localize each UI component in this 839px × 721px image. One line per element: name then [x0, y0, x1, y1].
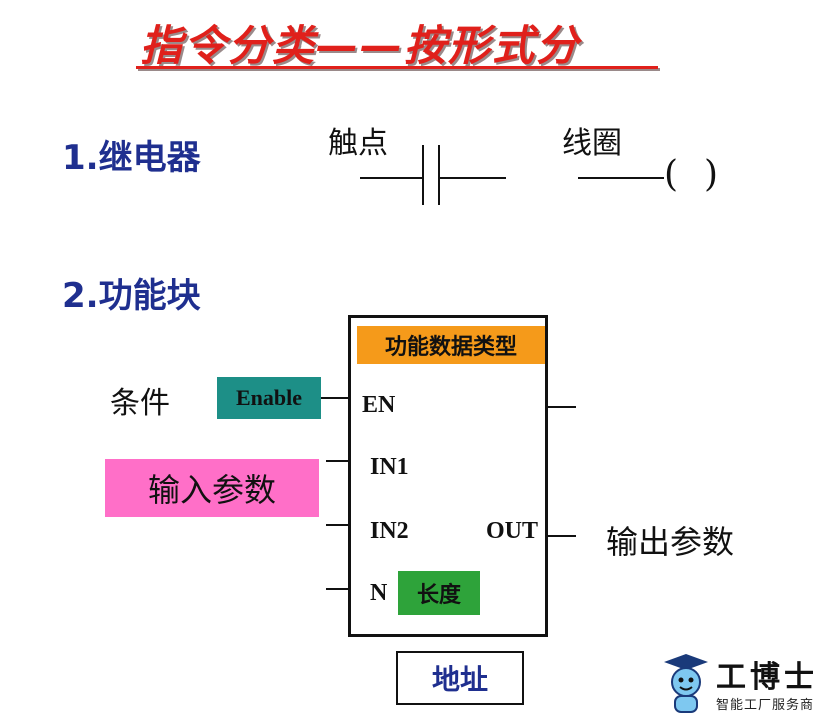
logo-slogan: 智能工厂服务商	[716, 698, 815, 713]
in2-wire	[326, 524, 349, 526]
coil-wire	[578, 177, 664, 179]
input-params-tag: 输入参数	[105, 459, 319, 517]
contact-right-plate	[438, 145, 440, 205]
pin-en: EN	[362, 392, 396, 418]
output-params-label: 输出参数	[606, 523, 735, 561]
contact-left-plate	[422, 145, 424, 205]
coil-label: 线圈	[562, 126, 622, 161]
contact-right-wire	[440, 177, 506, 179]
pin-out: OUT	[486, 518, 539, 544]
logo-name: 工博士	[716, 660, 818, 695]
enable-tag: Enable	[217, 377, 321, 419]
in1-wire	[326, 460, 349, 462]
en-wire	[321, 397, 349, 399]
address-tag: 地址	[396, 651, 524, 705]
length-tag: 长度	[398, 571, 480, 615]
section-relay-heading: 1.继电器	[62, 138, 201, 178]
section-function-block-heading: 2.功能块	[62, 276, 201, 316]
pin-n: N	[370, 580, 388, 606]
page-title: 指令分类——按形式分	[140, 21, 581, 70]
pin-in1: IN1	[370, 454, 409, 480]
eno-wire	[548, 406, 576, 408]
condition-label: 条件	[110, 386, 170, 421]
out-wire	[548, 535, 576, 537]
function-data-type-label: 功能数据类型	[357, 326, 545, 364]
contact-label: 触点	[328, 126, 388, 161]
coil-left-paren: (	[664, 154, 679, 195]
mascot-logo-icon	[660, 652, 712, 716]
pin-in2: IN2	[370, 518, 409, 544]
title-underline	[136, 66, 658, 69]
coil-right-paren: )	[704, 154, 719, 195]
contact-left-wire	[360, 177, 422, 179]
n-wire	[326, 588, 349, 590]
